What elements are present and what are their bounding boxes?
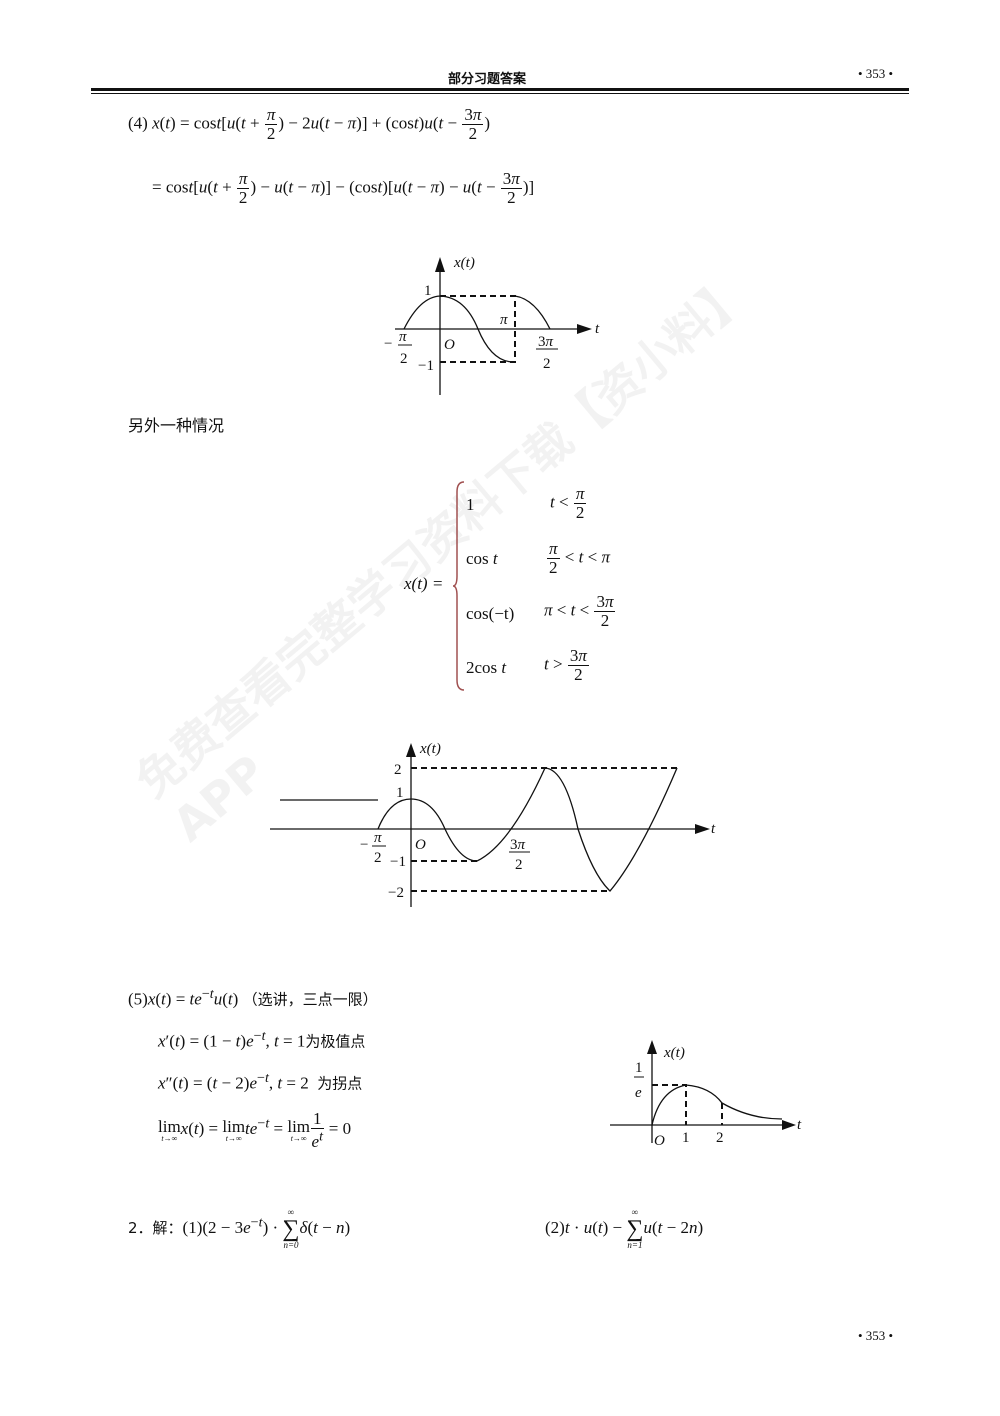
svg-text:e: e — [635, 1085, 642, 1101]
footer-page-number: • 353 • — [858, 1328, 894, 1343]
svg-text:2: 2 — [400, 351, 408, 367]
tick-2: 2 — [716, 1130, 724, 1146]
equation-5: (5)x(t) = te−tu(t) （选讲，三点一限） — [128, 986, 378, 1009]
svg-text:−: − — [360, 837, 368, 853]
origin-label: O — [654, 1133, 665, 1149]
header-rule — [91, 88, 909, 94]
y-axis-label: x(t) — [419, 741, 441, 757]
piece-3-expr: cos(−t) — [466, 604, 515, 623]
origin-label: O — [415, 837, 426, 853]
left-brace — [452, 481, 465, 691]
tick-1: 1 — [682, 1130, 690, 1146]
svg-text:2: 2 — [374, 850, 382, 866]
svg-text:2: 2 — [543, 356, 551, 372]
origin-label: O — [444, 337, 455, 353]
header-page-number: • 353 • — [858, 66, 894, 81]
svg-text:−: − — [384, 336, 392, 352]
svg-text:π: π — [399, 329, 407, 345]
graph-alt-case: x(t) t 2 1 −1 −2 O −π 2 3π 2 — [270, 741, 716, 907]
svg-text:2: 2 — [515, 857, 523, 873]
piece-2-expr: cos t — [466, 549, 498, 568]
x-axis-label: t — [595, 321, 600, 337]
first-derivative: x′(t) = (1 − t)e−t, t = 1为极值点 — [158, 1028, 366, 1051]
x-axis-label: t — [711, 821, 716, 837]
svg-text:π: π — [374, 830, 382, 846]
header-title: 部分习题答案 — [448, 72, 527, 87]
tick-pi: π — [500, 312, 508, 328]
graph-te-exp: x(t) t 1 e O 1 2 — [610, 1040, 802, 1149]
tick-2: 2 — [394, 762, 402, 778]
tick-1: 1 — [424, 283, 432, 299]
alt-case-text: 另外一种情况 — [128, 416, 225, 435]
svg-text:1: 1 — [635, 1060, 643, 1076]
piece-4-expr: 2cos t — [466, 658, 507, 677]
x-axis-label: t — [797, 1117, 802, 1133]
y-axis-label: x(t) — [453, 255, 475, 271]
graph-piecewise-cos: x(t) t 1 −1 π O −π2 3π2 — [384, 255, 600, 395]
piecewise-lhs: x(t) = — [404, 574, 444, 593]
tick-minus-1: −1 — [418, 358, 434, 374]
tick-minus-1: −1 — [390, 854, 406, 870]
piece-1-expr: 1 — [466, 495, 475, 514]
y-axis-label: x(t) — [663, 1045, 685, 1061]
curve — [403, 295, 516, 363]
svg-text:3π: 3π — [538, 334, 554, 350]
tick-minus-2: −2 — [388, 885, 404, 901]
second-derivative: x″(t) = (t − 2)e−t, t = 2 为拐点 — [158, 1070, 363, 1093]
tick-1: 1 — [396, 785, 404, 801]
svg-text:3π: 3π — [510, 837, 526, 853]
